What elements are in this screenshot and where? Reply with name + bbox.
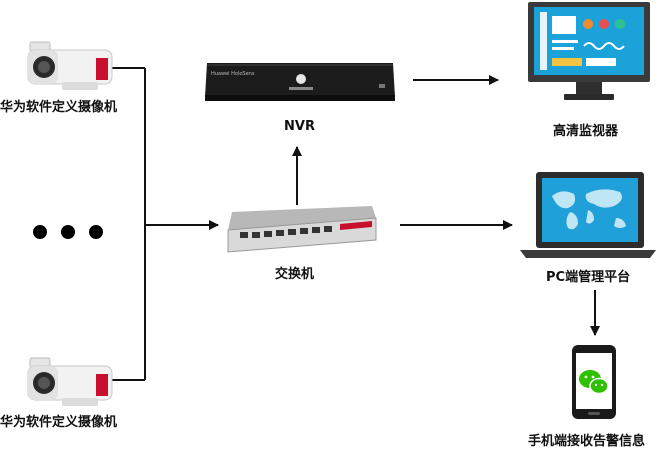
network-switch-icon bbox=[227, 206, 377, 253]
camera-bottom bbox=[22, 356, 114, 410]
phone-label: 手机端接收告警信息 bbox=[528, 434, 646, 449]
smartphone-wechat-icon bbox=[572, 345, 616, 419]
laptop-icon bbox=[520, 172, 656, 258]
camera-top bbox=[22, 40, 114, 94]
switch-label: 交换机 bbox=[275, 267, 315, 282]
camera-bottom-label: 华为软件定义摄像机 bbox=[0, 415, 118, 430]
monitor-label: 高清监视器 bbox=[553, 124, 619, 139]
monitor-icon bbox=[528, 2, 650, 100]
nvr-device: Huawei HoloSens bbox=[203, 57, 397, 105]
nvr-label: NVR bbox=[284, 119, 315, 134]
nvr-brand-text: Huawei HoloSens bbox=[211, 71, 255, 77]
bullet-camera-icon bbox=[27, 41, 113, 90]
monitor-device bbox=[524, 0, 654, 108]
pc-label: PC端管理平台 bbox=[546, 270, 631, 285]
camera-top-label: 华为软件定义摄像机 bbox=[0, 100, 118, 115]
more-cameras-dots bbox=[30, 222, 110, 242]
phone-device bbox=[568, 343, 620, 421]
switch-device bbox=[222, 202, 380, 260]
nvr-recorder-icon: Huawei HoloSens bbox=[205, 63, 395, 101]
bullet-camera-icon bbox=[27, 357, 113, 406]
pc-device bbox=[516, 168, 660, 264]
